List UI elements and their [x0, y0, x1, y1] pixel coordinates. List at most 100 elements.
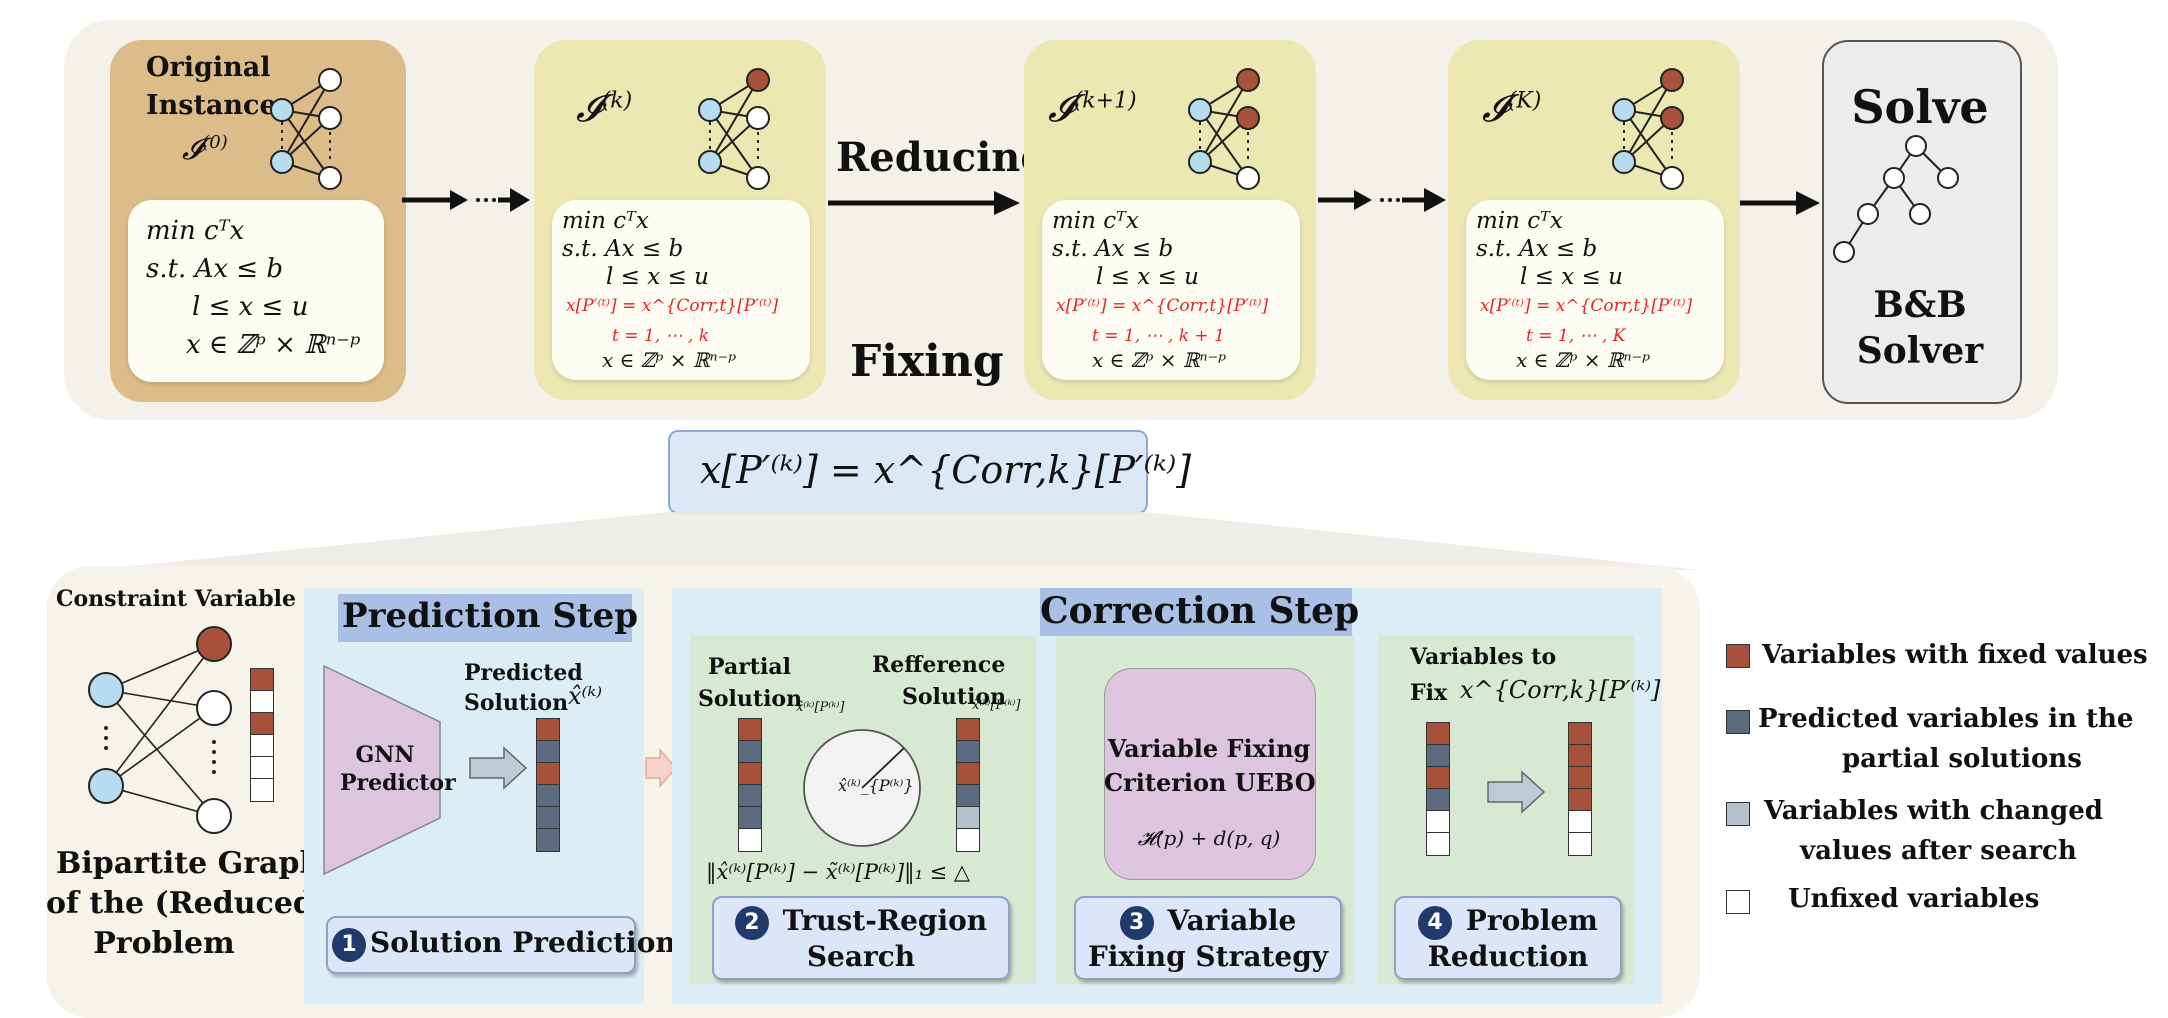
fixing-label: Fixing — [850, 336, 1004, 387]
predict-arrow — [469, 746, 528, 790]
uebo-criterion-box — [1104, 668, 1316, 880]
legend-label-fixed: Variables with fixed values — [1762, 640, 2148, 670]
step-number-badge: 4 — [1418, 905, 1453, 940]
original-symbol: 𝓘(0) — [182, 132, 228, 167]
formula-t-range: t = 1, ⋯ , k + 1 — [1092, 326, 1225, 346]
zoom-funnel — [90, 512, 1700, 570]
partial-label-line1: Partial — [708, 654, 791, 680]
formula-t-range: t = 1, ⋯ , K — [1526, 326, 1626, 346]
original-bipartite-icon — [270, 68, 342, 190]
formula-line: min cᵀx — [146, 216, 245, 246]
bipartite-graph — [88, 626, 232, 834]
partial-symbol: x̂⁽ᵏ⁾[P⁽ᵏ⁾] — [796, 700, 845, 715]
formula-fixed-line: x[P′⁽ᵗ⁾] = x^{Corr,t}[P′⁽ᵗ⁾] — [1056, 296, 1269, 316]
uebo-label-line2: Criterion UEBO — [1104, 768, 1316, 797]
stage-K-bipartite-icon — [1612, 68, 1684, 190]
graph-caption-line2: of the (Reduced) — [46, 886, 329, 921]
formula-line: l ≤ x ≤ u — [1096, 264, 1199, 290]
prediction-step-header — [338, 594, 632, 642]
trust-step-label-line2: Search — [806, 940, 916, 973]
legend-swatch-predicted — [1726, 710, 1750, 734]
graph-header: Constraint Variable — [56, 586, 296, 612]
formula-line: x ∈ ℤᵖ × ℝⁿ⁻ᵖ — [1516, 348, 1651, 372]
formula-line: x ∈ ℤᵖ × ℝⁿ⁻ᵖ — [602, 348, 737, 372]
stage-k-symbol: 𝓘(k) — [576, 86, 633, 130]
arrow-dots-2 — [1318, 188, 1446, 212]
formula-fixed-line: x[P′⁽ᵗ⁾] = x^{Corr,t}[P′⁽ᵗ⁾] — [1480, 296, 1693, 316]
gnn-predictor-shape — [323, 664, 441, 876]
arrow-dots-1 — [402, 188, 530, 212]
legend-swatch-changed — [1726, 802, 1750, 826]
formula-line: l ≤ x ≤ u — [1520, 264, 1623, 290]
stage-K-formula-box: min cᵀx s.t. Ax ≤ b l ≤ x ≤ u x[P′⁽ᵗ⁾] =… — [1466, 200, 1724, 380]
transition-arrow — [645, 748, 678, 788]
uebo-label-line1: Variable Fixing — [1107, 734, 1311, 763]
original-title-line2: Instance — [146, 90, 277, 121]
correction-step-header — [1040, 588, 1352, 636]
partial-label-line2: Solution — [698, 686, 803, 712]
fixing-step-label-line1: 3 Variable — [1076, 904, 1340, 940]
graph-caption-line3: Problem — [93, 926, 235, 961]
formula-line: l ≤ x ≤ u — [606, 264, 709, 290]
trust-step-label-line1: 2 Trust-Region — [724, 904, 998, 940]
stage-k1-symbol: 𝓘(k+1) — [1048, 86, 1137, 130]
step-number-badge: 2 — [734, 905, 769, 940]
legend: Variables with fixed values Predicted va… — [1720, 630, 2160, 920]
stage-k-bipartite-icon — [698, 68, 770, 190]
trust-norm-constraint: ‖x̂⁽ᵏ⁾[P⁽ᵏ⁾] − x̃⁽ᵏ⁾[P⁽ᵏ⁾]‖₁ ≤ △ — [706, 860, 971, 884]
step-number-badge: 3 — [1119, 905, 1154, 940]
stage-k1-bipartite-icon — [1188, 68, 1260, 190]
vars-to-fix-symbol: x^{Corr,k}[P′⁽ᵏ⁾] — [1460, 676, 1661, 704]
solve-title: Solve — [1851, 80, 1989, 134]
formula-line: l ≤ x ≤ u — [192, 292, 309, 322]
legend-label-predicted-line2: partial solutions — [1842, 744, 2082, 774]
prediction-step-title: Prediction Step — [342, 596, 639, 636]
formula-line: x ∈ ℤᵖ × ℝⁿ⁻ᵖ — [186, 330, 361, 360]
formula-line: s.t. Ax ≤ b — [1476, 236, 1598, 262]
correction-step-title: Correction Step — [1040, 590, 1360, 632]
formula-line: min cᵀx — [1052, 208, 1139, 234]
legend-label-predicted-line1: Predicted variables in the — [1758, 704, 2134, 734]
formula-line: min cᵀx — [1476, 208, 1563, 234]
formula-t-range: t = 1, ⋯ , k — [612, 326, 710, 346]
trust-region-search-pill: 2 Trust-Region Search — [712, 896, 1010, 980]
variable-fixing-strategy-pill: 3 Variable Fixing Strategy — [1074, 896, 1342, 980]
original-formula-box: min cᵀx s.t. Ax ≤ b l ≤ x ≤ u x ∈ ℤᵖ × ℝ… — [128, 200, 384, 382]
predicted-label-line2: Solution — [464, 690, 569, 716]
solver-label-line1: B&B — [1873, 284, 1967, 326]
formula-line: s.t. Ax ≤ b — [562, 236, 684, 262]
formula-fixed-line: x[P′⁽ᵗ⁾] = x^{Corr,t}[P′⁽ᵗ⁾] — [566, 296, 779, 316]
fixing-step-label-line2: Fixing Strategy — [1087, 940, 1329, 973]
reference-label-line1: Refference — [872, 652, 1006, 678]
gnn-label-line2: Predictor — [340, 770, 456, 796]
reduction-step-label-line1: 4 Problem — [1396, 904, 1620, 940]
reducing-label: Reducing — [836, 134, 1049, 181]
gnn-label-line1: GNN — [355, 742, 415, 768]
original-title-line1: Original — [146, 52, 271, 83]
step-number-badge: 1 — [332, 927, 366, 962]
stage-k-formula-box: min cᵀx s.t. Ax ≤ b l ≤ x ≤ u x[P′⁽ᵗ⁾] =… — [552, 200, 810, 380]
solver-label-line2: Solver — [1856, 330, 1984, 372]
legend-label-unfixed: Unfixed variables — [1788, 884, 2040, 914]
problem-reduction-pill: 4 Problem Reduction — [1394, 896, 1622, 980]
uebo-formula: 𝓗(p) + d(p, q) — [1137, 826, 1281, 850]
arrow-to-solver — [1740, 191, 1820, 215]
formula-line: min cᵀx — [562, 208, 649, 234]
stage-k1-formula-box: min cᵀx s.t. Ax ≤ b l ≤ x ≤ u x[P′⁽ᵗ⁾] =… — [1042, 200, 1300, 380]
trust-region-circle — [803, 729, 921, 847]
legend-label-changed-line2: values after search — [1800, 836, 2077, 866]
legend-swatch-fixed — [1726, 644, 1750, 668]
fixing-equation: x[P′⁽ᵏ⁾] = x^{Corr,k}[P′⁽ᵏ⁾] — [700, 448, 1192, 492]
vars-to-fix-line1: Variables to — [1410, 644, 1557, 670]
reduction-step-label-line2: Reduction — [1427, 940, 1589, 973]
formula-line: x ∈ ℤᵖ × ℝⁿ⁻ᵖ — [1092, 348, 1227, 372]
reducing-arrow — [828, 191, 1020, 215]
predicted-label-line1: Predicted — [464, 660, 583, 686]
reduction-arrow — [1487, 770, 1546, 814]
formula-line: s.t. Ax ≤ b — [146, 254, 283, 284]
reference-label-line2: Solution — [902, 684, 1007, 710]
vars-to-fix-line2: Fix — [1410, 680, 1448, 706]
predicted-symbol: x̂⁽ᵏ⁾ — [568, 682, 603, 710]
